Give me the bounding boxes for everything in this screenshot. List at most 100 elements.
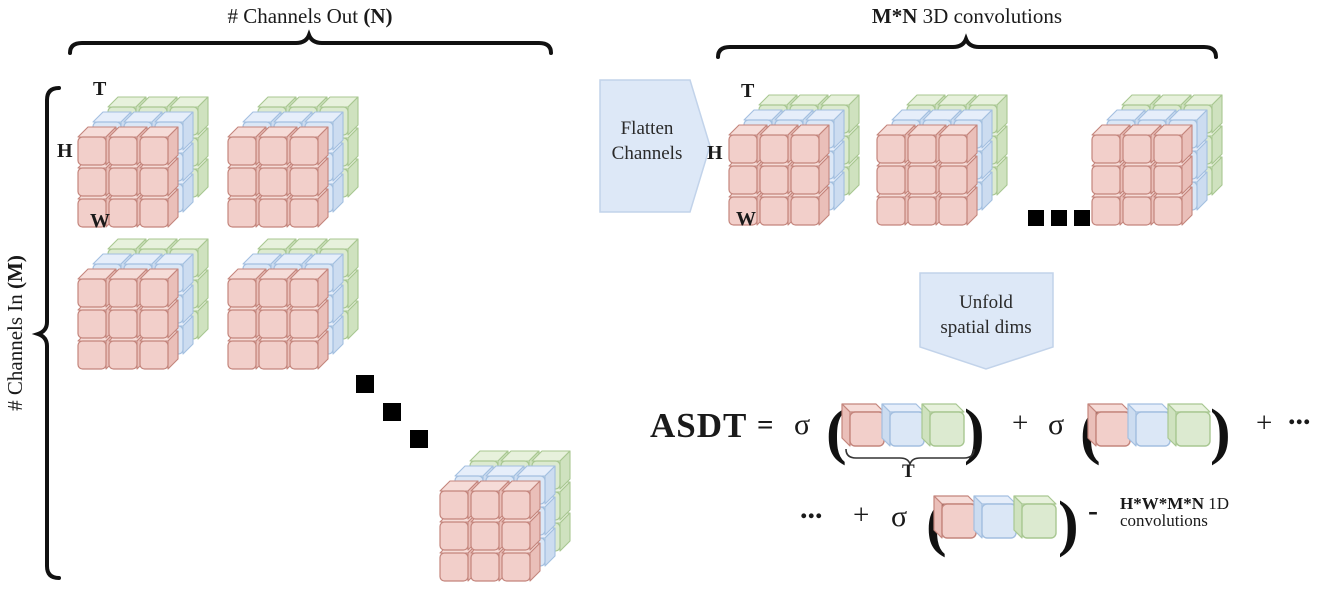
cube-cell-front	[1122, 134, 1152, 164]
ellipsis-dot	[410, 430, 428, 448]
tensor-cube-3x3x3	[876, 94, 1008, 226]
cube-front	[1021, 503, 1057, 539]
left-axis-w-label: W	[90, 210, 110, 232]
equation-1d-cube	[973, 495, 1017, 539]
equation-1d-cube	[1167, 403, 1211, 447]
cube-cell-front	[1091, 165, 1121, 195]
unfold-line2: spatial dims	[940, 317, 1032, 338]
cube-cell-front	[227, 198, 257, 228]
ellipsis-dot	[1051, 210, 1067, 226]
channels-out-text: # Channels Out	[227, 4, 364, 28]
sigma-2: σ	[1048, 408, 1065, 441]
equation-1d-cube	[921, 403, 965, 447]
cube-cell-front	[470, 521, 500, 551]
channels-in-label: # Channels In (M)	[3, 83, 33, 583]
cube-cell-front	[439, 490, 469, 520]
cube-cell-front	[1091, 134, 1121, 164]
close-paren-2: )	[1210, 398, 1231, 466]
left-axis-h-label: H	[57, 140, 73, 162]
cube-cell-front	[289, 278, 319, 308]
cube-cell-front	[907, 196, 937, 226]
channels-in-text: # Channels In	[3, 288, 27, 411]
cube-cell-front	[289, 136, 319, 166]
equation-lhs: ASDT	[650, 406, 748, 445]
cube-cell-front	[139, 167, 169, 197]
plus-3: +	[853, 499, 870, 531]
close-paren-1: )	[964, 398, 985, 466]
cube-side	[1013, 495, 1023, 539]
cube-cell-front	[139, 278, 169, 308]
cube-side	[1087, 403, 1097, 447]
cube-front	[1135, 411, 1171, 447]
cube-cell-front	[1153, 196, 1183, 226]
cube-cell-front	[139, 198, 169, 228]
cube-cell-front	[501, 490, 531, 520]
cube-cell-front	[289, 340, 319, 370]
cube-cell-front	[728, 196, 758, 226]
tensor-cube-3x3x3	[77, 96, 209, 228]
cube-cell-front	[227, 340, 257, 370]
cube-side	[841, 403, 851, 447]
cube-cell-front	[470, 490, 500, 520]
cube-side	[973, 495, 983, 539]
cube-cell-front	[77, 167, 107, 197]
cube-cell-front	[1091, 196, 1121, 226]
cube-cell-front	[139, 309, 169, 339]
cube-cell-front	[759, 165, 789, 195]
cube-front	[929, 411, 965, 447]
t-underbrace-label: T	[902, 461, 915, 482]
cube-cell-front	[876, 134, 906, 164]
cube-cell-front	[470, 552, 500, 582]
cube-cell-front	[439, 521, 469, 551]
left-axis-t-label: T	[93, 78, 107, 100]
cube-cell-front	[1122, 165, 1152, 195]
equation-1d-cube	[1013, 495, 1057, 539]
cube-side	[933, 495, 943, 539]
ellipsis-dot	[383, 403, 401, 421]
tensor-cube-3x3x3	[77, 238, 209, 370]
cube-cell-front	[77, 198, 107, 228]
cube-cell-front	[108, 309, 138, 339]
cube-cell-front	[258, 340, 288, 370]
cube-cell-front	[938, 196, 968, 226]
cube-front	[1175, 411, 1211, 447]
equation-1d-cube	[881, 403, 925, 447]
channels-out-brace	[68, 29, 553, 55]
minus-sign: -	[1088, 494, 1098, 527]
cube-cell-front	[139, 136, 169, 166]
unfold-spatial-arrow	[919, 272, 1054, 370]
cube-cell-front	[108, 278, 138, 308]
note-line2: convolutions	[1120, 511, 1208, 530]
right-axis-t-label: T	[741, 80, 755, 102]
unfold-line1: Unfold	[959, 292, 1013, 313]
cube-cell-front	[938, 134, 968, 164]
close-paren-3: )	[1058, 490, 1079, 558]
cube-cell-front	[876, 165, 906, 195]
cube-cell-front	[439, 552, 469, 582]
tensor-cube-3x3x3	[227, 96, 359, 228]
cube-cell-front	[108, 167, 138, 197]
1d-convolutions-note: H*W*M*N 1D convolutions	[1120, 495, 1229, 529]
tensor-cubes-layer	[77, 94, 1223, 582]
cube-side	[1127, 403, 1137, 447]
cube-cell-front	[139, 340, 169, 370]
right-axis-h-label: H	[707, 142, 723, 164]
cube-cell-front	[790, 165, 820, 195]
mn-convolutions-label: M*N 3D convolutions	[790, 4, 1144, 29]
cube-cell-front	[227, 136, 257, 166]
cube-front	[981, 503, 1017, 539]
sigma-3: σ	[891, 500, 908, 533]
mn-bold-text: M*N	[871, 4, 918, 28]
cube-cell-front	[227, 278, 257, 308]
cube-cell-front	[258, 278, 288, 308]
flatten-line1: Flatten	[620, 118, 674, 139]
cube-front	[849, 411, 885, 447]
mn-brace	[716, 33, 1218, 59]
cube-cell-front	[108, 340, 138, 370]
equation-1d-cube	[1127, 403, 1171, 447]
sigma-1: σ	[794, 408, 811, 441]
cube-cell-front	[289, 198, 319, 228]
cube-cell-front	[108, 198, 138, 228]
